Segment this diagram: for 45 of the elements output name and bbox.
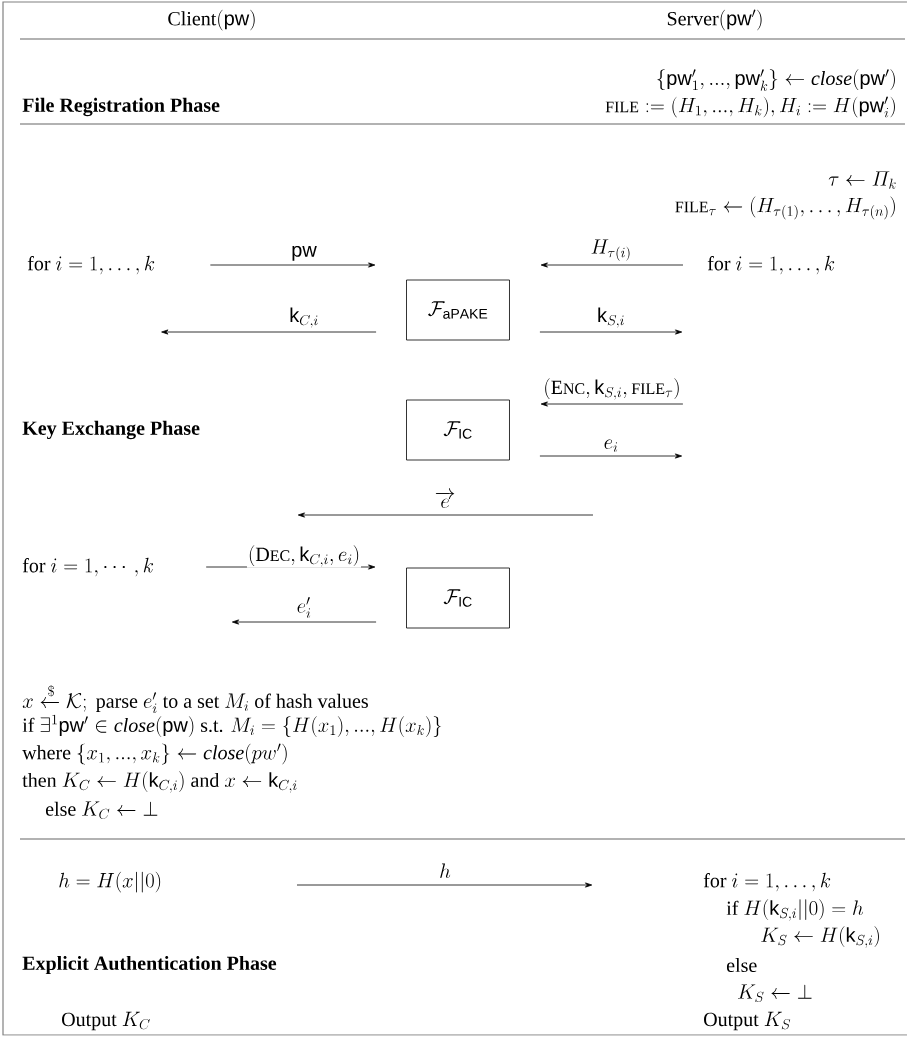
protocol-step: $K_S \leftarrow H(\mathsf{k}_{S,i})$ [761,926,879,948]
edge-label: $e'_i$ [295,596,313,619]
function-box: $\mathcal{F}_{\mathsf{IC}}$ [406,399,510,461]
protocol-step: $\text{if } \exists^1 \mathsf{pw}' \in \mathit{close}(\mathsf{pw}) \text{ s.t. } M_i = \{H(x_1), ..., H(x_k)\}$ [22,714,442,737]
edge-label: $\mathsf{pw}$ [290,244,318,262]
protocol-step: $\text{else}$ [727,957,757,973]
protocol-step: $\text{Output } K_S$ [704,1011,791,1031]
edge-label: $(\text{E\scalebox{0.8}{NC}}, \mathsf{k}_{S,i}, \text{\scalebox{0.8}{FILE}}_\tau)$ [542,377,682,401]
protocol-step: $\text{then } K_C \leftarrow H(\mathsf{k}_{C,i}) \text{ and } x \leftarrow \mathsf{k}_{C,i}$ [22,771,297,793]
protocol-step: $\{\mathsf{pw}'_1, ..., \mathsf{pw}'_k\} \leftarrow \mathit{close}(\mathsf{pw}')$ [657,69,895,91]
protocol-step: $\text{else } K_C \leftarrow \bot$ [46,801,158,820]
protocol-step: $x \xleftarrow{\$} \mathcal{K}; \text{ parse } e'_i \text{ to a set } M_i \text{ of hash values}$ [22,685,368,714]
function-box: $\mathcal{F}_{\mathsf{aPAKE}}$ [406,279,510,341]
protocol-step: $\text{\scalebox{0.8}{FILE}}_\tau \leftarrow (H_{\tau(1)}, \ldots, H_{\tau(n)})$ [675,196,895,220]
protocol-step: $\text{if } H(\mathsf{k}_{S,i}||0) = h$ [726,899,864,921]
loop-statement: $\text{for }i = 1,\ldots,k$ [707,255,835,275]
protocol-step: $\text{where } \{x_1, ..., x_k\} \leftarrow \mathit{close}(pw')$ [22,743,287,765]
protocol-step: $\text{Output } K_C$ [62,1011,150,1031]
loop-statement: $\text{for }i = 1,\ldots,k$ [27,255,155,275]
edge-label: $(\text{D\scalebox{0.8}{EC}}, \mathsf{k}_{C,i}, e_i)$ [246,544,362,568]
edge-label: $e_i$ [602,438,620,453]
message-arrow [539,329,683,335]
message-arrow [231,619,377,625]
message-arrow [540,262,684,268]
protocol-step: $K_S \leftarrow \bot$ [738,984,812,1003]
edge-label: $\mathsf{k}_{C,i}$ [288,306,320,329]
function-box: $\mathcal{F}_{\mathsf{IC}}$ [406,567,510,629]
message-label: $\overrightarrow{e}$ [433,488,457,509]
message-arrow [539,453,683,459]
protocol-step: $\tau \leftarrow \varPi_k$ [828,171,896,189]
message-arrow [209,262,376,268]
protocol-step: $h = H(x||0)$ [59,871,161,893]
phase-title: Explicit Authentication Phase [22,955,277,975]
column-heading: $\text{Client}(\mathsf{pw})$ [168,9,255,31]
edge-label: $H_{\tau(i)}$ [589,238,633,262]
phase-title: File Registration Phase [22,97,220,117]
message-arrow [540,401,684,407]
column-heading: $\text{Server}(\mathsf{pw}')$ [667,9,762,31]
loop-statement: $\text{for }i = 1,\cdots,k$ [22,557,154,577]
message-label: $h$ [438,862,452,879]
protocol-step: $\text{\scalebox{0.8}{FILE}} := (H_1, ..., H_k), H_i := H(\mathsf{pw}'_i)$ [605,96,895,118]
edge-label: $\mathsf{k}_{S,i}$ [596,306,626,329]
protocol-step: $\text{for } i = 1, \ldots, k$ [703,872,831,892]
phase-title: Key Exchange Phase [22,420,200,440]
message-arrow [161,329,377,335]
